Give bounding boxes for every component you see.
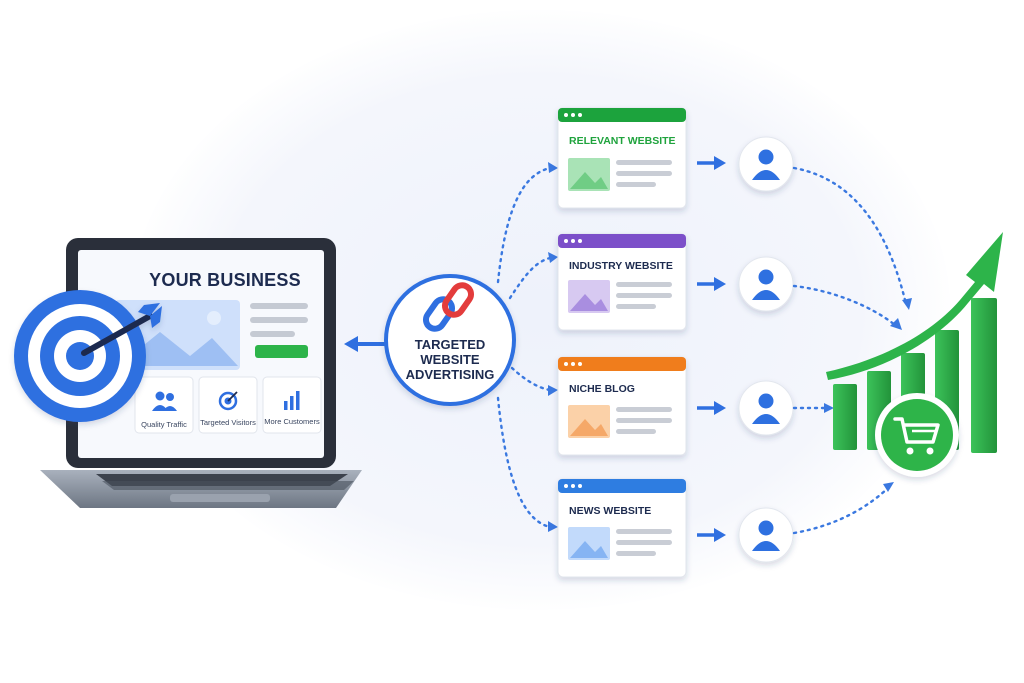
website-window-news (557, 478, 687, 578)
website-window-niche (557, 356, 687, 456)
hub-connector-arrowheads (548, 162, 558, 532)
feature-card (134, 376, 194, 434)
laptop-trackpad (170, 494, 270, 502)
shopping-cart-icon (875, 393, 959, 477)
hub-circle (384, 274, 516, 406)
site-title-niche: NICHE BLOG (569, 383, 635, 395)
feature-label-more-customers: More Customers (264, 417, 320, 426)
bar-chart-icon (284, 391, 300, 410)
hub-label-line-1: TARGETED (414, 337, 486, 352)
site-title-relevant: RELEVANT WEBSITE (569, 135, 676, 147)
keyboard-rows (102, 481, 354, 490)
target-icon (218, 391, 238, 411)
visitor-connector-arrowheads (824, 298, 912, 492)
sun-shape (207, 311, 221, 325)
text-line (250, 317, 308, 323)
cta-button (255, 345, 308, 358)
site-title-industry: INDUSTRY WEBSITE (569, 260, 673, 272)
feature-card (198, 376, 258, 434)
chain-link-icon (422, 282, 475, 332)
site-title-news: NEWS WEBSITE (569, 505, 652, 517)
website-window-relevant (557, 107, 687, 209)
site-to-visitor-arrows (697, 156, 726, 542)
business-title: YOUR BUSINESS (149, 270, 301, 290)
text-line (250, 303, 308, 309)
feature-label-targeted-visitors: Targeted Visitors (200, 418, 256, 427)
hub-label-line-3: ADVERTISING (405, 367, 495, 382)
hub-label-line-2: WEBSITE (420, 352, 480, 367)
user-icon (738, 256, 794, 312)
hub-connectors (496, 166, 552, 529)
user-icon (738, 380, 794, 436)
user-icon (738, 136, 794, 192)
text-line (250, 331, 295, 337)
laptop (40, 238, 362, 508)
website-window-industry (557, 233, 687, 331)
user-icon (738, 507, 794, 563)
users-icon (152, 391, 177, 411)
feature-label-quality-traffic: Quality Traffic (141, 420, 187, 429)
mountain-shape (118, 332, 238, 366)
bullseye-target-icon (14, 290, 162, 422)
visitor-connectors (792, 166, 907, 535)
hub-label: TARGETED WEBSITE ADVERTISING (392, 337, 508, 382)
